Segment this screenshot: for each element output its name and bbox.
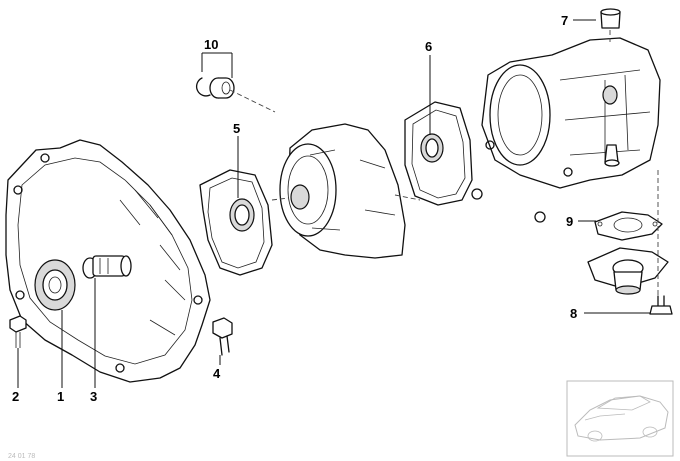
callout-3: 3 bbox=[90, 389, 97, 404]
callout-5: 5 bbox=[233, 121, 240, 136]
bolt-part-2 bbox=[9, 315, 27, 348]
callout-6: 6 bbox=[425, 39, 432, 54]
gasket-part-9 bbox=[594, 211, 663, 241]
callout-1: 1 bbox=[57, 389, 64, 404]
callout-4: 4 bbox=[213, 366, 221, 381]
transmission-case bbox=[481, 37, 661, 189]
cap-part-7 bbox=[600, 8, 621, 42]
radial-seal-housing bbox=[34, 259, 76, 311]
oil-pump-housing bbox=[279, 123, 406, 259]
bolt-part-4 bbox=[212, 317, 233, 356]
callout-7: 7 bbox=[561, 13, 568, 28]
filter-cover bbox=[587, 247, 669, 295]
gasket-part-6 bbox=[404, 101, 473, 206]
small-ring-1 bbox=[471, 188, 483, 200]
callout-9: 9 bbox=[566, 214, 573, 229]
dash-link-1 bbox=[271, 197, 289, 201]
leader-10 bbox=[201, 52, 233, 78]
bearing-and-circlip bbox=[195, 77, 276, 113]
small-ring-2 bbox=[534, 211, 546, 223]
dash-link-2 bbox=[394, 194, 421, 201]
gasket-part-5 bbox=[199, 169, 273, 276]
bolt-part-8 bbox=[649, 295, 673, 315]
input-shaft-oring bbox=[82, 255, 132, 279]
vehicle-thumbnail bbox=[566, 380, 674, 457]
callout-2: 2 bbox=[12, 389, 19, 404]
callout-8: 8 bbox=[570, 306, 577, 321]
callout-10: 10 bbox=[204, 37, 218, 52]
footer-code: 24 01 78 bbox=[8, 453, 35, 460]
